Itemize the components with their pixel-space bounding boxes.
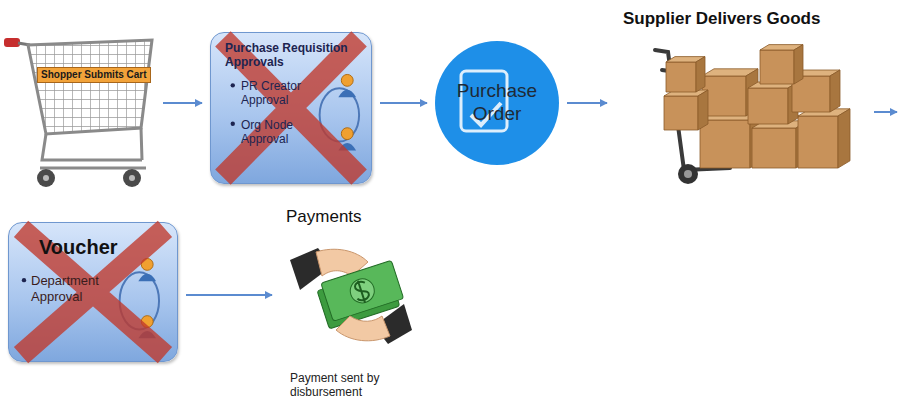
cart-tag: Shopper Submits Cart [37,67,151,83]
cart-node: Shopper Submits Cart [5,15,155,193]
heading: Supplier Delivers Goods [623,9,820,29]
panel-heading: Purchase Requisition Approvals [225,41,365,70]
flow-arrow [380,102,427,104]
flow-arrow [163,102,202,104]
flow-arrow [186,294,272,296]
bullet-text: PR Creator Approval [241,79,325,108]
boxes-illustration [655,45,850,184]
payment-illustration [290,248,412,344]
flow-arrow [567,102,607,104]
voucher-panel: VoucherDepartment Approval [8,222,178,362]
caption: Payment sent by disbursement [290,371,412,400]
supplier-node: Supplier Delivers Goods [615,5,870,185]
cart-illustration [4,38,152,187]
order-circle: Purchase Order [435,41,559,165]
heading: Payments [286,207,414,227]
continuation-arrow [874,111,897,113]
bullet-text: Department Approval [31,273,123,304]
bullet-text: Org Node Approval [241,118,325,147]
circle-label: Purchase Order [445,80,549,126]
panel-heading: Voucher [39,235,149,259]
payment-node: PaymentsPayment sent by disbursement [280,205,420,413]
approval-panel: Purchase Requisition Approvals PR Creator… [210,32,372,184]
